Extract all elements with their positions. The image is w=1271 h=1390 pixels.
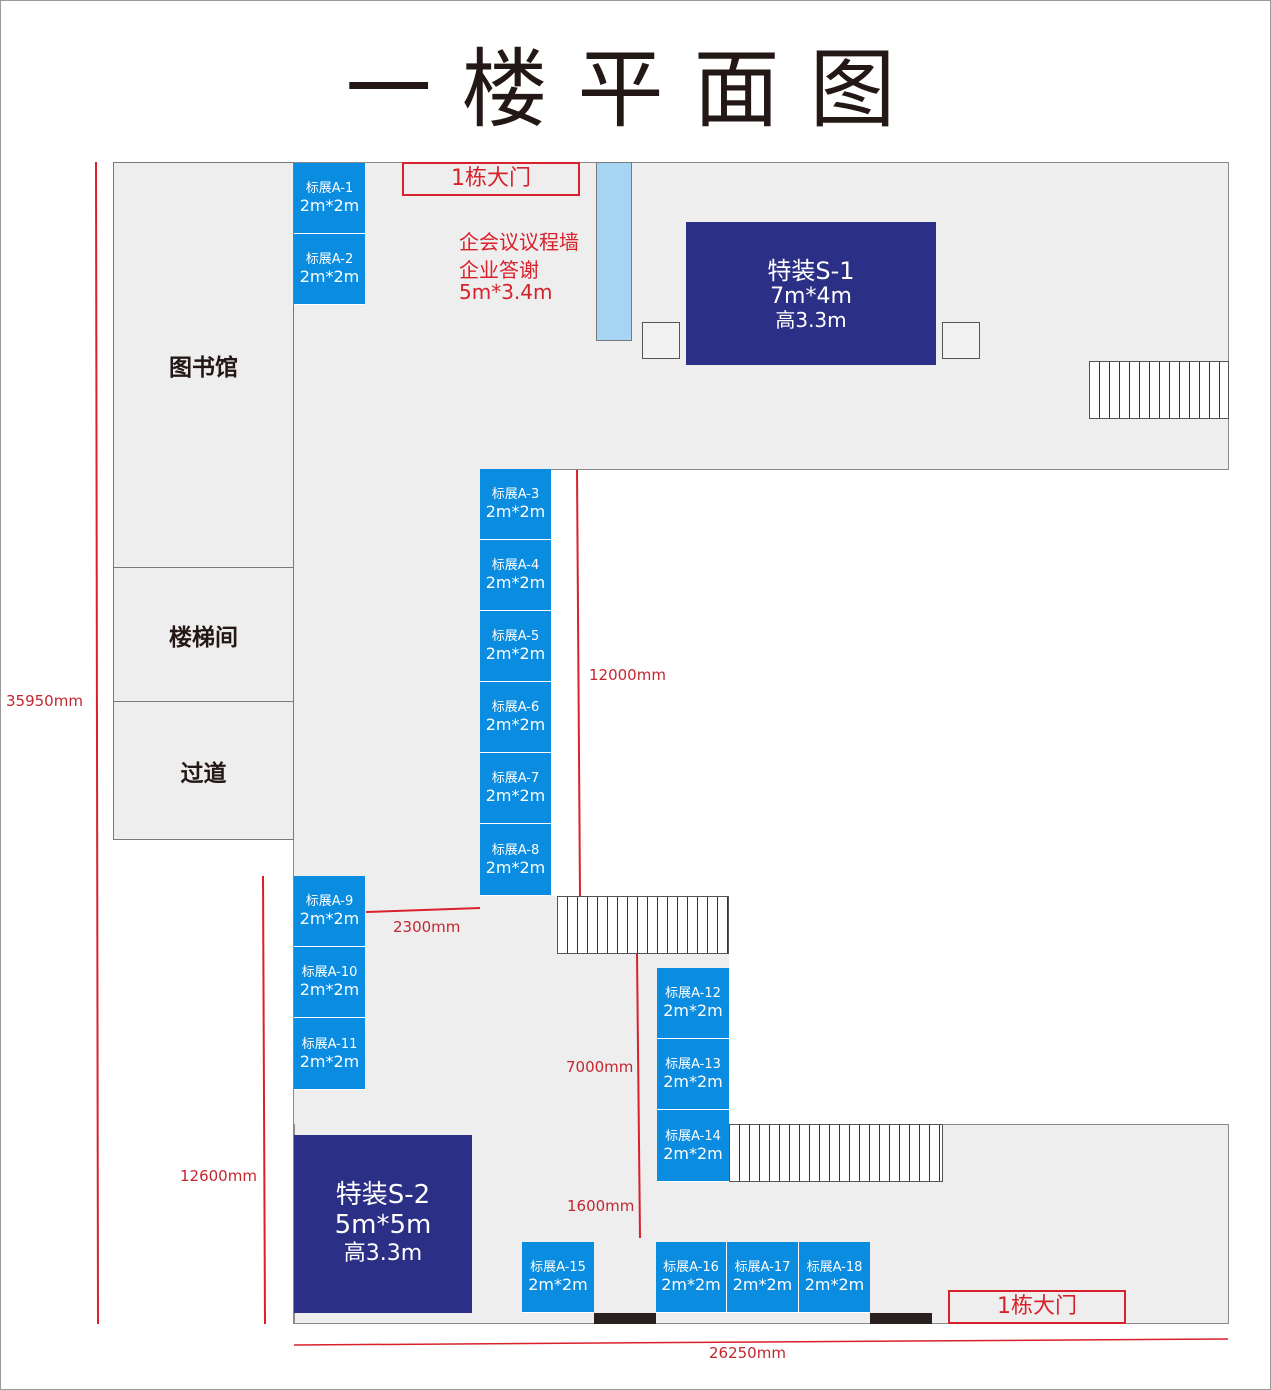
booth-a3-name: 标展A-3 bbox=[491, 487, 540, 502]
booth-a13[interactable]: 标展A-13 2m*2m bbox=[657, 1039, 729, 1110]
special-s1-name: 特装S-1 bbox=[767, 256, 855, 285]
gate-top-label: 1栋大门 bbox=[451, 166, 531, 191]
special-s1-size: 7m*4m bbox=[770, 283, 852, 309]
booth-a5-size: 2m*2m bbox=[485, 644, 546, 663]
booth-a5-name: 标展A-5 bbox=[491, 629, 540, 644]
booth-a14-size: 2m*2m bbox=[663, 1143, 723, 1163]
booth-a6-name: 标展A-6 bbox=[491, 700, 540, 715]
booth-a14[interactable]: 标展A-14 2m*2m bbox=[657, 1110, 729, 1182]
gate-bottom: 1栋大门 bbox=[948, 1290, 1126, 1324]
stairs-middle bbox=[557, 896, 729, 954]
booth-a13-name: 标展A-13 bbox=[665, 1057, 721, 1072]
dim-line-total-height bbox=[95, 161, 99, 1325]
booth-a5[interactable]: 标展A-5 2m*2m bbox=[480, 611, 551, 682]
dim-lower-height: 12600mm bbox=[180, 1167, 257, 1185]
floor-left-edge bbox=[293, 838, 294, 1324]
booth-a17[interactable]: 标展A-17 2m*2m bbox=[727, 1242, 799, 1313]
booth-a10[interactable]: 标展A-10 2m*2m bbox=[294, 947, 365, 1018]
dim-line-aisle bbox=[365, 907, 481, 913]
booth-a2-name: 标展A-2 bbox=[305, 252, 354, 267]
room-corridor-label: 过道 bbox=[180, 760, 227, 787]
booth-a8[interactable]: 标展A-8 2m*2m bbox=[480, 824, 551, 896]
dim-line-lower-corridor bbox=[636, 953, 641, 1239]
booth-a3[interactable]: 标展A-3 2m*2m bbox=[480, 469, 551, 540]
booth-a7-name: 标展A-7 bbox=[491, 771, 540, 786]
booth-a11-name: 标展A-11 bbox=[301, 1036, 358, 1052]
booth-a16-size: 2m*2m bbox=[661, 1275, 721, 1294]
stairs-top-right bbox=[1089, 361, 1229, 419]
dim-total-width: 26250mm bbox=[709, 1344, 786, 1362]
dim-bottom-gap: 1600mm bbox=[567, 1197, 635, 1215]
booth-a17-name: 标展A-17 bbox=[734, 1260, 791, 1275]
booth-a9-name: 标展A-9 bbox=[305, 894, 354, 909]
booth-a11-size: 2m*2m bbox=[299, 1051, 360, 1071]
booth-a12-name: 标展A-12 bbox=[665, 986, 721, 1001]
booth-a8-name: 标展A-8 bbox=[491, 842, 540, 858]
dim-total-height: 35950mm bbox=[6, 692, 83, 710]
booth-a16-name: 标展A-16 bbox=[663, 1260, 719, 1275]
pillar-right bbox=[942, 322, 980, 359]
dim-lower-corridor: 7000mm bbox=[566, 1058, 634, 1076]
booth-a1[interactable]: 标展A-1 2m*2m bbox=[294, 163, 365, 234]
door-bar-right bbox=[870, 1313, 932, 1324]
booth-a4-name: 标展A-4 bbox=[491, 558, 540, 573]
booth-a2-size: 2m*2m bbox=[299, 267, 360, 286]
dim-line-lower-height bbox=[262, 875, 266, 1325]
dim-line-total-width bbox=[293, 1338, 1229, 1346]
booth-a12-size: 2m*2m bbox=[663, 1001, 723, 1020]
agenda-wall-line3: 5m*3.4m bbox=[459, 280, 553, 304]
booth-a10-name: 标展A-10 bbox=[301, 965, 358, 980]
booth-a6-size: 2m*2m bbox=[485, 715, 546, 734]
dim-line-corridor bbox=[576, 469, 581, 897]
agenda-wall-line2: 企业答谢 bbox=[459, 258, 539, 282]
special-s1-height: 高3.3m bbox=[775, 307, 847, 332]
booth-a13-size: 2m*2m bbox=[663, 1072, 723, 1091]
stairs-bottom bbox=[729, 1124, 943, 1182]
special-booth-s1[interactable]: 特装S-1 7m*4m 高3.3m bbox=[686, 222, 936, 365]
booth-a9-size: 2m*2m bbox=[299, 909, 360, 928]
pillar-left bbox=[642, 322, 680, 359]
booth-a15[interactable]: 标展A-15 2m*2m bbox=[522, 1242, 594, 1313]
booth-a18-name: 标展A-18 bbox=[806, 1260, 863, 1275]
booth-a4[interactable]: 标展A-4 2m*2m bbox=[480, 540, 551, 611]
booth-a15-name: 标展A-15 bbox=[530, 1260, 586, 1275]
special-s2-name: 特装S-2 bbox=[335, 1180, 431, 1210]
door-bar-left bbox=[594, 1313, 656, 1324]
booth-a15-size: 2m*2m bbox=[528, 1275, 588, 1294]
booth-a17-size: 2m*2m bbox=[732, 1275, 793, 1294]
booth-a7[interactable]: 标展A-7 2m*2m bbox=[480, 753, 551, 824]
booth-a9[interactable]: 标展A-9 2m*2m bbox=[294, 876, 365, 947]
booth-a10-size: 2m*2m bbox=[299, 980, 360, 999]
booth-a16[interactable]: 标展A-16 2m*2m bbox=[656, 1242, 727, 1313]
gate-top: 1栋大门 bbox=[402, 162, 580, 196]
dim-corridor-length: 12000mm bbox=[589, 666, 666, 684]
booth-a18[interactable]: 标展A-18 2m*2m bbox=[799, 1242, 870, 1313]
booth-a3-size: 2m*2m bbox=[485, 502, 546, 521]
page-title: 一楼平面图 bbox=[345, 40, 926, 140]
booth-a12[interactable]: 标展A-12 2m*2m bbox=[657, 968, 729, 1039]
booth-a6[interactable]: 标展A-6 2m*2m bbox=[480, 682, 551, 753]
agenda-wall bbox=[596, 162, 632, 341]
room-library-label: 图书馆 bbox=[169, 355, 238, 381]
room-library: 图书馆 bbox=[113, 162, 294, 568]
gate-bottom-label: 1栋大门 bbox=[997, 1294, 1077, 1319]
booth-a1-name: 标展A-1 bbox=[305, 181, 354, 196]
special-s2-height: 高3.3m bbox=[343, 1241, 423, 1266]
booth-a4-size: 2m*2m bbox=[485, 573, 546, 592]
room-stairwell-label: 楼梯间 bbox=[169, 624, 238, 651]
agenda-wall-line1: 企会议议程墙 bbox=[459, 230, 579, 254]
special-s2-size: 5m*5m bbox=[334, 1210, 432, 1240]
dim-aisle-width: 2300mm bbox=[393, 918, 461, 936]
booth-a7-size: 2m*2m bbox=[485, 786, 546, 805]
booth-a8-size: 2m*2m bbox=[485, 857, 546, 877]
special-booth-s2[interactable]: 特装S-2 5m*5m 高3.3m bbox=[294, 1135, 472, 1313]
booth-a18-size: 2m*2m bbox=[804, 1275, 865, 1294]
booth-a11[interactable]: 标展A-11 2m*2m bbox=[294, 1018, 365, 1090]
room-stairwell: 楼梯间 bbox=[113, 567, 294, 702]
room-corridor: 过道 bbox=[113, 701, 294, 840]
booth-a2[interactable]: 标展A-2 2m*2m bbox=[294, 234, 365, 305]
booth-a14-name: 标展A-14 bbox=[665, 1128, 721, 1144]
booth-a1-size: 2m*2m bbox=[299, 196, 360, 215]
